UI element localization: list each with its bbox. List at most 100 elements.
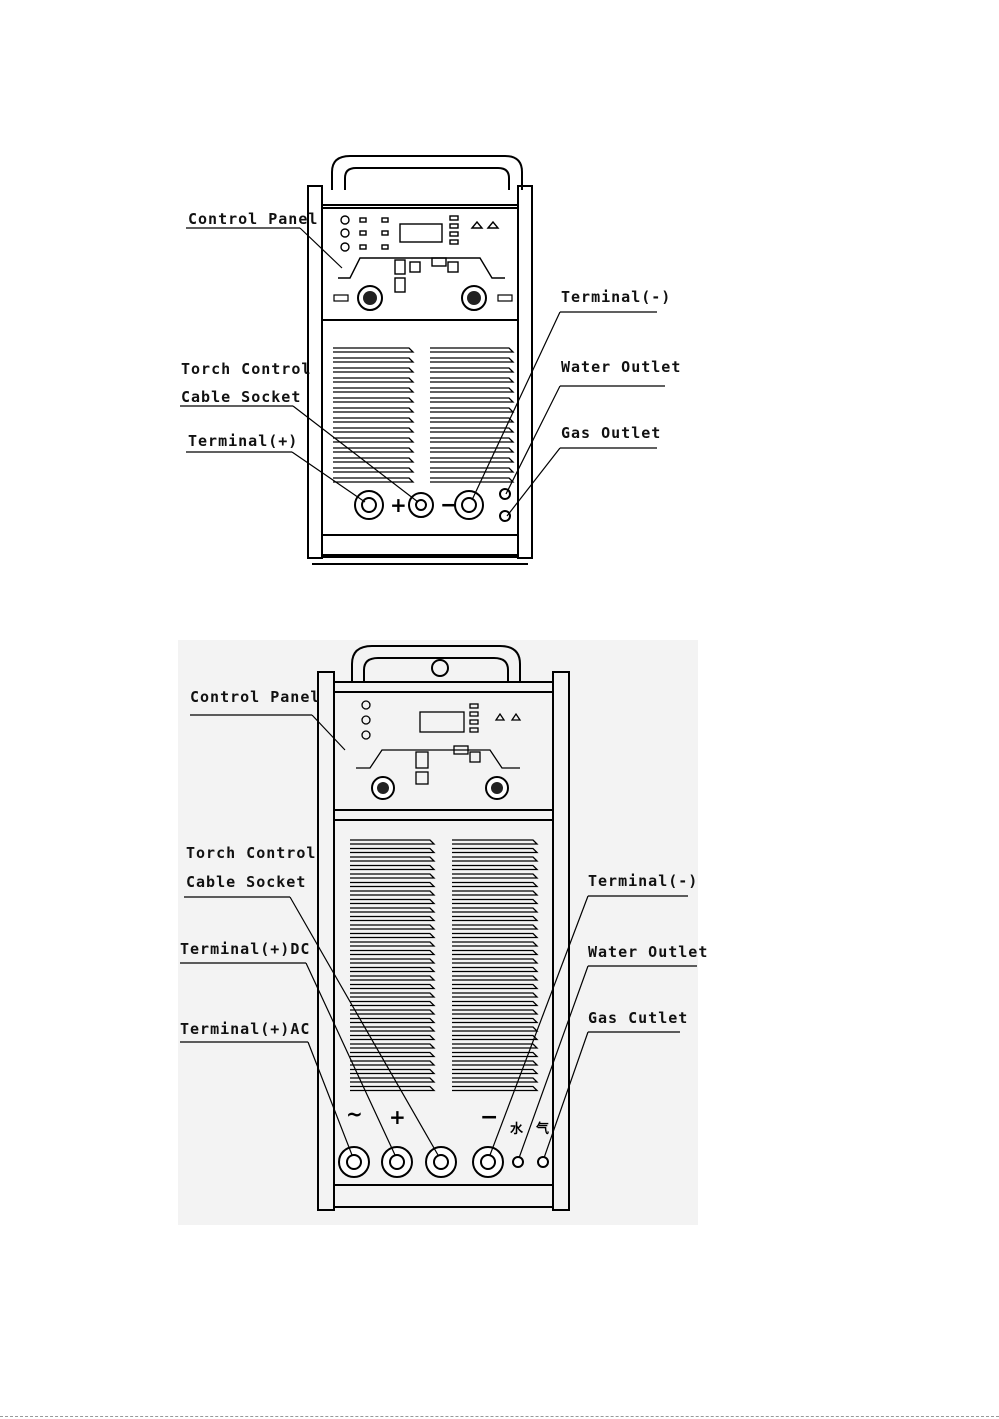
louver-slat (452, 934, 537, 938)
louver-slat (350, 1087, 434, 1091)
gas-outlet-port (500, 511, 510, 521)
louver-slat (350, 900, 434, 904)
louver-slat (452, 959, 537, 963)
louver-slat (350, 959, 434, 963)
louver-slat (350, 985, 434, 989)
louver-slat (430, 378, 513, 382)
louver-slat (333, 358, 413, 362)
louver-slat (452, 1044, 537, 1048)
louver-slat (333, 368, 413, 372)
louver-slat (430, 388, 513, 392)
louver-slat (452, 1027, 537, 1031)
louver-slat (452, 1087, 537, 1091)
louver-slat (350, 1053, 434, 1057)
louver-slat (350, 874, 434, 878)
louver-slat (333, 478, 413, 482)
louver-slat (452, 951, 537, 955)
water-outlet-port (500, 489, 510, 499)
louver-slat (350, 883, 434, 887)
louver-slat (333, 428, 413, 432)
display-window-2 (420, 712, 464, 732)
water-outlet-port-2 (513, 1157, 523, 1167)
louver-slat (350, 917, 434, 921)
gas-outlet-port-2 (538, 1157, 548, 1167)
louver-slat (350, 857, 434, 861)
label-gas-outlet-2: Gas Cutlet (588, 1009, 688, 1027)
louver-slat (452, 925, 537, 929)
louver-slat (452, 866, 537, 870)
louver-slat (350, 1061, 434, 1065)
louver-slat (452, 1010, 537, 1014)
louver-slat (430, 468, 513, 472)
louver-slat (350, 925, 434, 929)
label-terminal-plus-ac: Terminal(+)AC (180, 1020, 310, 1038)
label-terminal-plus-dc: Terminal(+)DC (180, 940, 310, 958)
welder-drawing-2: ~ + − 水 气 (0, 640, 999, 1225)
louver-slat (350, 1002, 434, 1006)
louver-slat (452, 849, 537, 853)
water-symbol: 水 (510, 1121, 524, 1137)
louver-slat (333, 388, 413, 392)
louver-slat (430, 428, 513, 432)
louver-slat (430, 408, 513, 412)
page-bottom-rule (0, 1416, 999, 1417)
welder-drawing-1: + − (0, 150, 999, 570)
louver-slat (452, 874, 537, 878)
right-rail (518, 186, 532, 558)
label-cable-socket: Cable Socket (181, 388, 301, 406)
louver-slat (430, 348, 513, 352)
louver-slat (350, 1010, 434, 1014)
label-control-panel: Control Panel (188, 210, 318, 228)
louver-slat (333, 448, 413, 452)
figure-2-welder-front: ~ + − 水 气 Control Panel Torch Control Ca… (0, 640, 999, 1225)
louver-slat (350, 968, 434, 972)
louver-grille-2 (350, 840, 537, 1091)
figure-1-welder-front: + − Control Panel Terminal(-) Torch Cont… (0, 150, 999, 570)
louver-slat (452, 1036, 537, 1040)
louver-slat (452, 857, 537, 861)
louver-slat (452, 908, 537, 912)
louver-slat (430, 398, 513, 402)
louver-slat (333, 408, 413, 412)
label-terminal-plus: Terminal(+) (188, 432, 298, 450)
louver-slat (430, 368, 513, 372)
louver-slat (452, 900, 537, 904)
display-window (400, 224, 442, 242)
louver-slat (350, 891, 434, 895)
carry-handle (332, 156, 522, 190)
louver-slat (452, 993, 537, 997)
louver-slat (333, 378, 413, 382)
label-water-outlet-2: Water Outlet (588, 943, 708, 961)
louver-slat (333, 468, 413, 472)
label-torch-control-2: Torch Control (186, 844, 316, 862)
louver-slat (452, 942, 537, 946)
minus-symbol: − (440, 493, 458, 518)
louver-slat (350, 934, 434, 938)
louver-slat (350, 908, 434, 912)
louver-slat (430, 418, 513, 422)
louver-slat (452, 1019, 537, 1023)
right-rail-2 (553, 672, 569, 1210)
louver-slat (452, 917, 537, 921)
louver-slat (350, 1044, 434, 1048)
louver-slat (430, 478, 513, 482)
louver-slat (350, 1027, 434, 1031)
label-terminal-minus-2: Terminal(-) (588, 872, 698, 890)
label-terminal-minus: Terminal(-) (561, 288, 671, 306)
louver-slat (333, 418, 413, 422)
louver-slat (333, 458, 413, 462)
ac-symbol: ~ (346, 1102, 363, 1126)
louver-slat (350, 1036, 434, 1040)
louver-slat (350, 1019, 434, 1023)
louver-slat (452, 1070, 537, 1074)
louver-slat (452, 891, 537, 895)
louver-slat (430, 448, 513, 452)
plus-symbol: + (390, 493, 407, 517)
louver-slat (452, 985, 537, 989)
louver-slat (430, 458, 513, 462)
louver-slat (452, 968, 537, 972)
louver-slat (350, 951, 434, 955)
louver-slat (350, 942, 434, 946)
label-water-outlet: Water Outlet (561, 358, 681, 376)
plus-symbol-2: + (389, 1105, 406, 1129)
